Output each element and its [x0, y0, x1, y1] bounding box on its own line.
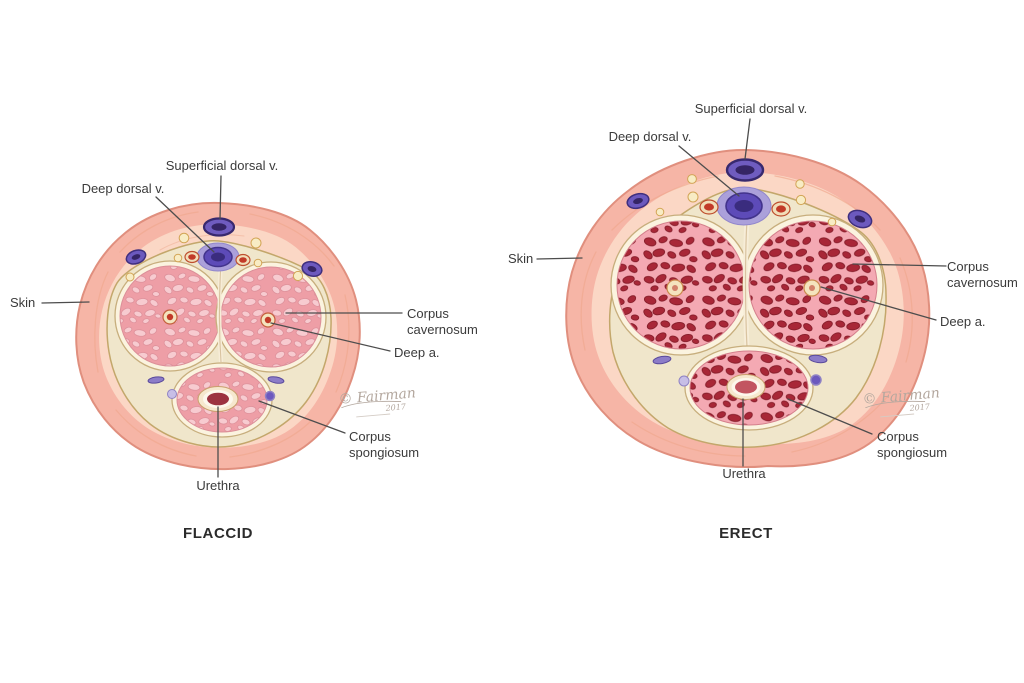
flaccid-urethra: [197, 386, 239, 412]
label-corpus-cavernosum-line2: cavernosum: [407, 322, 478, 337]
leader-deep-a: [820, 286, 937, 321]
leader-skin: [536, 257, 583, 260]
erect-leader-lines: [536, 118, 947, 467]
erect-dorsal-artery-right: [771, 201, 791, 217]
label-skin: Skin: [508, 251, 533, 266]
signature-text: © Fairman: [862, 385, 940, 408]
flaccid-title: FLACCID: [183, 525, 253, 542]
leader-corpus-cavernosum: [852, 263, 947, 267]
erect-circumflex-vein-right: [847, 209, 873, 229]
erect-artist-signature: © Fairman 2017: [862, 385, 940, 418]
label-deep-a: Deep a.: [394, 345, 440, 360]
erect-ventral-vessels: [652, 354, 828, 387]
erect-deep-dorsal-vein: [716, 186, 772, 226]
flaccid-labels: Superficial dorsal v. Deep dorsal v. Ski…: [10, 158, 478, 542]
label-superficial-dorsal-v: Superficial dorsal v.: [695, 101, 807, 116]
leader-deep-dorsal-v: [678, 145, 740, 197]
label-deep-dorsal-v: Deep dorsal v.: [82, 181, 165, 196]
signature-text: © Fairman: [338, 385, 416, 408]
erect-labels: Superficial dorsal v. Deep dorsal v. Ski…: [508, 101, 1018, 542]
flaccid-deep-artery-right: [260, 312, 276, 328]
label-corpus-cavernosum-line1: Corpus: [947, 259, 989, 274]
flaccid-circumflex-vein-right: [301, 261, 323, 277]
label-corpus-cavernosum-line2: cavernosum: [947, 275, 1018, 290]
erect-circumflex-vein-left: [626, 192, 650, 210]
flaccid-superficial-dorsal-vein: [202, 217, 236, 237]
flaccid-dorsal-artery-left: [184, 250, 200, 264]
flaccid-dorsal-artery-right: [235, 253, 251, 267]
erect-superficial-dorsal-vein: [725, 158, 765, 182]
erect-deep-artery-left: [666, 279, 684, 297]
label-corpus-spongiosum-line2: spongiosum: [349, 445, 419, 460]
label-superficial-dorsal-v: Superficial dorsal v.: [166, 158, 278, 173]
leader-superficial-dorsal-v: [744, 118, 751, 160]
signature-year: 2017: [384, 402, 407, 413]
erect-dorsal-artery-left: [699, 199, 719, 215]
flaccid-ventral-vessels: [147, 376, 285, 402]
label-corpus-spongiosum-line1: Corpus: [877, 429, 919, 444]
leader-corpus-spongiosum: [258, 400, 346, 434]
label-corpus-cavernosum-line1: Corpus: [407, 306, 449, 321]
signature-year: 2017: [908, 402, 931, 413]
flaccid-panel: © Fairman 2017 Superficial dorsal v. Dee…: [10, 158, 478, 542]
erect-title: ERECT: [719, 525, 773, 542]
leader-skin: [41, 301, 90, 304]
label-corpus-spongiosum-line1: Corpus: [349, 429, 391, 444]
leader-superficial-dorsal-v: [219, 175, 222, 220]
label-skin: Skin: [10, 295, 35, 310]
label-deep-dorsal-v: Deep dorsal v.: [609, 129, 692, 144]
flaccid-deep-dorsal-vein: [196, 242, 240, 272]
label-urethra: Urethra: [722, 466, 766, 481]
leader-deep-dorsal-v: [155, 196, 215, 253]
flaccid-septum: [217, 269, 223, 363]
label-corpus-spongiosum-line2: spongiosum: [877, 445, 947, 460]
erect-panel: © Fairman 2017 Superficial dorsal v. Dee…: [508, 101, 1018, 542]
flaccid-circumflex-vein-left: [125, 249, 147, 265]
erect-deep-artery-right: [803, 279, 821, 297]
leader-deep-a: [270, 322, 391, 352]
erect-septum: [743, 219, 750, 349]
flaccid-nerve-bundles: [125, 232, 304, 282]
flaccid-artist-signature: © Fairman 2017: [338, 385, 416, 418]
label-deep-a: Deep a.: [940, 314, 986, 329]
flaccid-deep-artery-left: [162, 309, 178, 325]
erect-urethra: [726, 374, 766, 400]
erect-nerve-bundles: [655, 174, 837, 227]
leader-corpus-spongiosum: [787, 398, 873, 435]
flaccid-leader-lines: [41, 175, 403, 478]
label-urethra: Urethra: [196, 478, 240, 493]
